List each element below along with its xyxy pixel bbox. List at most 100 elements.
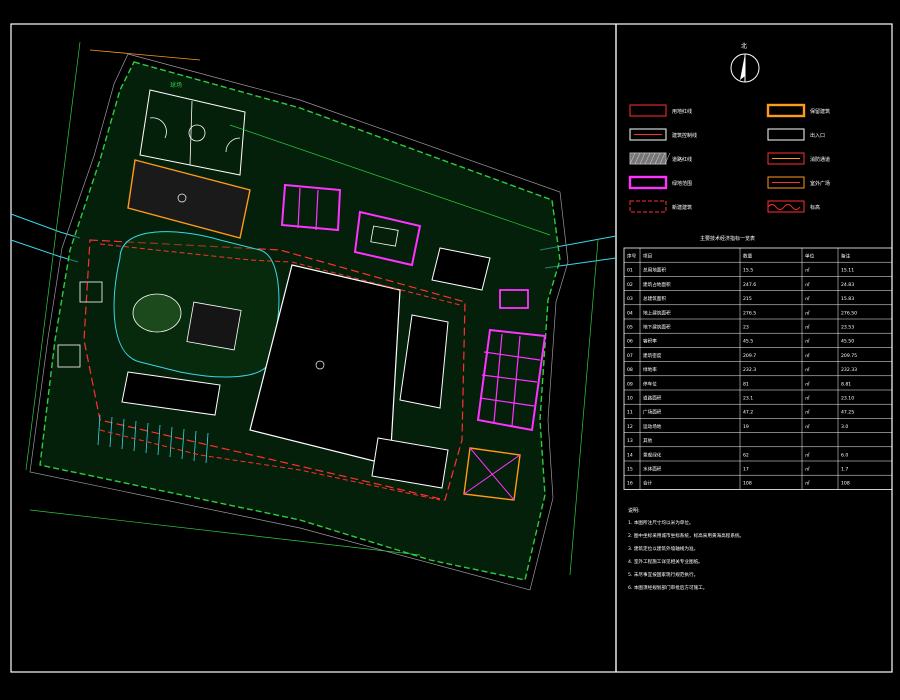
- table-header-cell: 单位: [805, 253, 815, 260]
- table-cell: ㎡: [805, 295, 810, 302]
- legend-label: 新建建筑: [672, 204, 692, 211]
- table-cell: ㎡: [805, 352, 810, 359]
- table-cell: 6.0: [841, 452, 848, 458]
- north-arrow-label: 北: [741, 42, 747, 50]
- table-cell: 23.1: [743, 396, 753, 402]
- table-cell: 45.5: [743, 339, 753, 345]
- table-cell: 02: [627, 282, 633, 288]
- table-cell: 17: [743, 467, 749, 473]
- table-cell: ㎡: [805, 395, 810, 402]
- table-title: 主要技术经济指标一览表: [700, 235, 755, 242]
- internal-road-3: [291, 261, 461, 306]
- building-east: [399, 314, 449, 409]
- table-cell: ㎡: [805, 451, 810, 458]
- table-cell: 15.11: [841, 268, 854, 274]
- basketball-court: [139, 89, 246, 176]
- note-line: 6. 本图须经规划部门审批后方可施工。: [628, 584, 707, 591]
- legend-label: 室外广场: [810, 180, 830, 187]
- note-line: 4. 室外工程施工详见相关专业图纸。: [628, 558, 703, 565]
- building-sw: [121, 371, 221, 416]
- table-cell: ㎡: [805, 309, 810, 316]
- table-cell: 07: [627, 353, 633, 359]
- table-cell: ㎡: [805, 480, 810, 487]
- table-header-cell: 数量: [743, 253, 753, 260]
- table-cell: 景观绿化: [643, 451, 662, 458]
- table-cell: 运动场地: [643, 423, 662, 430]
- building-ne: [431, 247, 491, 291]
- legend-item: 新建建筑: [629, 200, 692, 213]
- building-se: [371, 437, 449, 489]
- table-cell: 47.2: [743, 410, 753, 416]
- table-cell: ㎡: [805, 409, 810, 416]
- table-cell: 15.83: [841, 296, 854, 302]
- table-border: [623, 247, 893, 490]
- table-cell: 276.50: [841, 310, 857, 316]
- notes-title: 说明:: [628, 507, 640, 514]
- table-cell: 24.83: [841, 282, 854, 288]
- table-cell: 06: [627, 339, 633, 345]
- table-cell: 绿地率: [643, 366, 657, 373]
- property-red-line: [83, 239, 466, 501]
- note-line: 3. 建筑定位以建筑外墙轴线为准。: [628, 545, 698, 552]
- legend-item: 标高: [767, 200, 820, 213]
- table-cell: 建筑占地面积: [643, 281, 671, 288]
- building-nw-marker: [177, 193, 187, 203]
- table-cell: 47.25: [841, 410, 854, 416]
- table-cell: 地上建筑面积: [643, 309, 671, 316]
- sports-field-label: 球场: [170, 81, 182, 89]
- legend-swatch: [629, 152, 667, 165]
- legend-swatch: [629, 200, 667, 213]
- table-cell: 209.75: [841, 353, 857, 359]
- table-cell: 05: [627, 325, 633, 331]
- magenta-buildings: [280, 183, 547, 432]
- legend-label: 道路红线: [672, 156, 692, 163]
- road-line: [89, 49, 201, 61]
- table-header-cell: 备注: [841, 253, 851, 260]
- legend-label: 绿地范围: [672, 180, 692, 187]
- site-outer-line: [29, 53, 569, 591]
- table-cell: 276.5: [743, 310, 756, 316]
- table-cell: ㎡: [805, 338, 810, 345]
- table-cell: 3.0: [841, 424, 848, 430]
- legend-label: 消防通道: [810, 156, 830, 163]
- table-cell: ㎡: [805, 423, 810, 430]
- notes: 说明: 1. 本图所注尺寸均以米为单位。 2. 图中坐标采用城市坐标系统，标高采用…: [628, 507, 744, 591]
- note-line: 2. 图中坐标采用城市坐标系统，标高采用黄海高程系统。: [628, 532, 744, 539]
- legend-swatch: [767, 200, 805, 213]
- table-cell: 道路面积: [643, 395, 662, 402]
- note-line: 5. 未尽事宜按国家现行规范执行。: [628, 571, 698, 578]
- table-cell: 广场面积: [643, 409, 662, 416]
- note-line: 1. 本图所注尺寸均以米为单位。: [628, 519, 694, 526]
- table-cell: 10: [627, 396, 633, 402]
- building-w2: [57, 344, 81, 368]
- legend-item: 消防通道: [767, 152, 830, 165]
- table-cell: 23.53: [841, 325, 854, 331]
- legend-swatch: [767, 128, 805, 141]
- legend-item: 用地红线: [629, 104, 692, 117]
- central-lawn: [132, 293, 182, 333]
- building-small-1: [186, 301, 242, 351]
- table-cell: ㎡: [805, 366, 810, 373]
- internal-road: [99, 429, 441, 501]
- table-cell: 总建筑面积: [643, 295, 666, 302]
- table-row: 11 广场面积 47.2 ㎡ 47.25: [627, 409, 854, 416]
- table-cell: 地下建筑面积: [643, 324, 671, 331]
- legend-item: 建筑控制线: [629, 128, 697, 141]
- table-cell: 11: [627, 410, 633, 416]
- table-header: 序号项目数量单位备注: [627, 253, 851, 260]
- legend-item: 保留建筑: [766, 103, 830, 118]
- legend-swatch: [628, 175, 668, 190]
- legend-label: 建筑控制线: [672, 132, 697, 139]
- table-cell: 81: [743, 381, 749, 387]
- legend-item: 出入口: [767, 128, 825, 141]
